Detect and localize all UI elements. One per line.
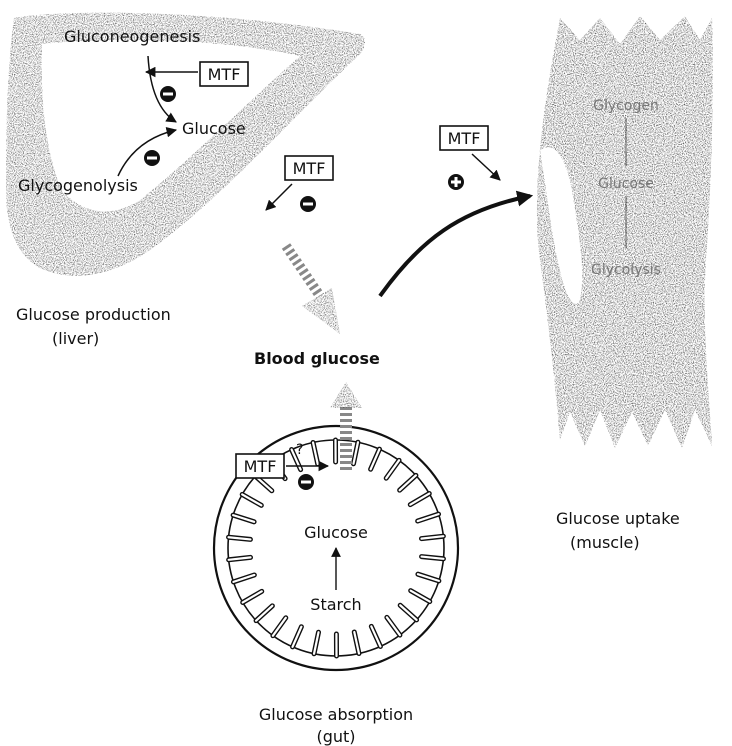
muscle-glycogen-label: Glycogen bbox=[593, 98, 659, 114]
muscle-glucose-label: Glucose bbox=[598, 176, 654, 192]
liver-glucose-label: Glucose bbox=[182, 119, 246, 138]
gluconeogenesis-label: Gluconeogenesis bbox=[64, 27, 200, 46]
mtf-box-liver: MTF bbox=[200, 62, 248, 86]
liver-caption-line2: (liver) bbox=[52, 329, 99, 348]
minus-icon bbox=[160, 86, 176, 102]
minus-icon bbox=[298, 474, 314, 490]
liver-output-shaft bbox=[286, 246, 320, 296]
liver-organ bbox=[6, 13, 365, 276]
muscle-organ bbox=[537, 16, 713, 448]
minus-icon bbox=[144, 150, 160, 166]
mtf-box-center: MTF bbox=[285, 156, 333, 180]
mtf-box-gut: MTF bbox=[236, 454, 284, 478]
gut-caption-line2: (gut) bbox=[316, 727, 355, 746]
muscle-glycolysis-label: Glycolysis bbox=[591, 262, 661, 278]
blood-to-muscle-arrow bbox=[380, 196, 530, 296]
mtf-box-muscle: MTF bbox=[440, 126, 488, 150]
gut-output-arrowhead bbox=[330, 382, 362, 408]
liver-caption-line1: Glucose production bbox=[16, 305, 171, 324]
starch-label: Starch bbox=[310, 595, 361, 614]
mtf-label-liver: MTF bbox=[208, 65, 241, 84]
gut-caption-line1: Glucose absorption bbox=[259, 705, 413, 724]
mtf-label-gut: MTF bbox=[244, 457, 277, 476]
liver-output-arrowhead bbox=[302, 288, 340, 334]
glycogenolysis-label: Glycogenolysis bbox=[18, 176, 138, 195]
minus-icon bbox=[300, 196, 316, 212]
muscle-caption-line1: Glucose uptake bbox=[556, 509, 680, 528]
plus-icon bbox=[448, 174, 464, 190]
blood-glucose-label: Blood glucose bbox=[254, 349, 380, 368]
muscle-caption-line2: (muscle) bbox=[570, 533, 640, 552]
mtf-stimulation-arrow-muscle bbox=[472, 154, 500, 180]
mtf-label-center: MTF bbox=[293, 159, 326, 178]
question-mark-label: ? bbox=[296, 442, 303, 458]
gut-glucose-label: Glucose bbox=[304, 523, 368, 542]
mtf-label-muscle: MTF bbox=[448, 129, 481, 148]
mtf-inhibition-arrow-center bbox=[266, 184, 292, 210]
